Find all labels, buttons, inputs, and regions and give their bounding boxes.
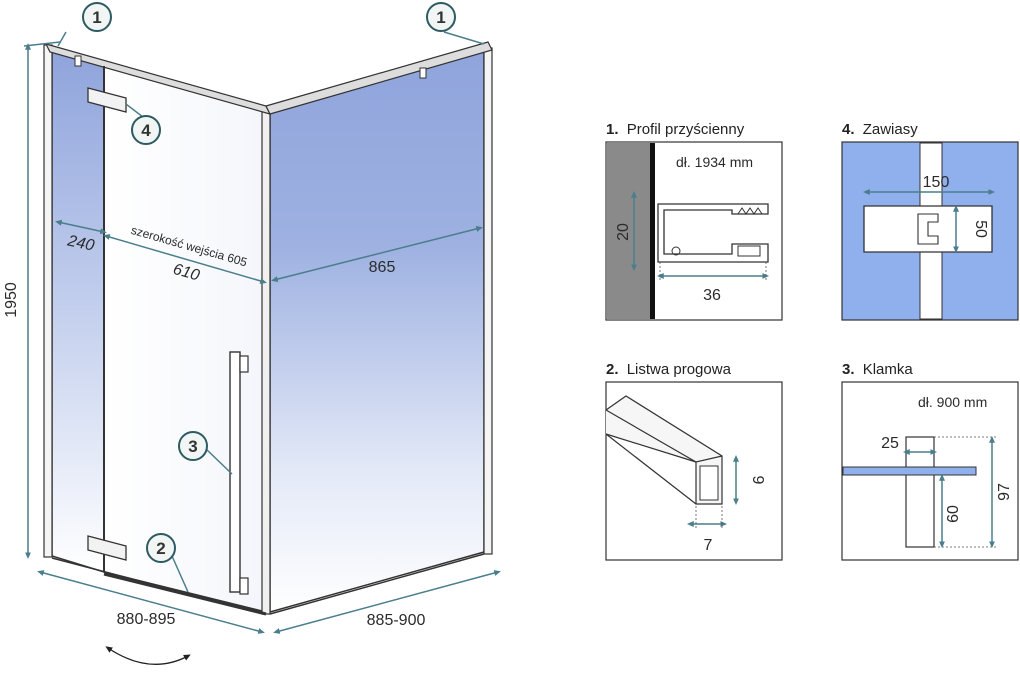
door-width-label: 610 [171, 261, 201, 285]
profile-depth: 36 [703, 287, 721, 304]
callout-3: 3 [178, 431, 208, 461]
fixed-width-label: 240 [65, 232, 96, 254]
svg-text:4: 4 [141, 121, 151, 140]
front-range-label: 880-895 [117, 611, 176, 628]
svg-text:1: 1 [436, 8, 445, 27]
right-wall-profile [483, 47, 493, 555]
hinge-bottom [87, 535, 127, 561]
hinge-width: 150 [923, 174, 950, 191]
detail-threshold: 2. Listwa progowa 9 7 [605, 361, 783, 561]
left-wall-profile [43, 44, 53, 558]
height-label: 1950 [3, 282, 20, 318]
svg-text:3: 3 [188, 437, 197, 456]
top-bar-right [265, 41, 493, 115]
callout-2: 2 [146, 533, 176, 563]
handle-length: dł. 900 mm [918, 394, 987, 410]
callout-1-left: 1 [82, 2, 112, 32]
detail-hinges-title: 4. Zawiasy [842, 121, 918, 138]
detail-handle: 3. Klamka dł. 900 mm 25 60 97 [841, 361, 1019, 561]
detail-profile: 1. Profil przyścienny dł. 1934 mm 20 36 [605, 121, 783, 321]
callout-4: 4 [131, 115, 161, 145]
door-glass-panel [103, 65, 267, 613]
side-glass-panel [269, 49, 485, 613]
hinge-height: 50 [972, 220, 989, 238]
handle-total: 97 [996, 483, 1013, 501]
svg-text:2: 2 [156, 539, 165, 558]
fixed-glass-panel [51, 51, 105, 574]
profile-length: dł. 1934 mm [676, 154, 753, 170]
callout-1-right: 1 [426, 2, 456, 32]
detail-threshold-title: 2. Listwa progowa [606, 361, 732, 378]
corner-post [261, 109, 271, 615]
handle-depth: 60 [945, 505, 962, 523]
svg-text:1: 1 [92, 8, 101, 27]
detail-hinges: 4. Zawiasy 150 50 [841, 121, 1019, 321]
profile-height: 20 [615, 223, 632, 241]
detail-handle-title: 3. Klamka [842, 361, 913, 378]
hinge-top [87, 87, 127, 113]
side-width-label: 865 [369, 259, 396, 276]
threshold-width: 7 [704, 537, 713, 554]
shower-enclosure [43, 41, 493, 616]
threshold-height: 9 [749, 476, 766, 485]
side-range-label: 885-900 [367, 612, 426, 629]
handle-width: 25 [881, 435, 899, 452]
detail-profile-title: 1. Profil przyścienny [606, 121, 745, 138]
door-swing-arrow [105, 646, 191, 665]
